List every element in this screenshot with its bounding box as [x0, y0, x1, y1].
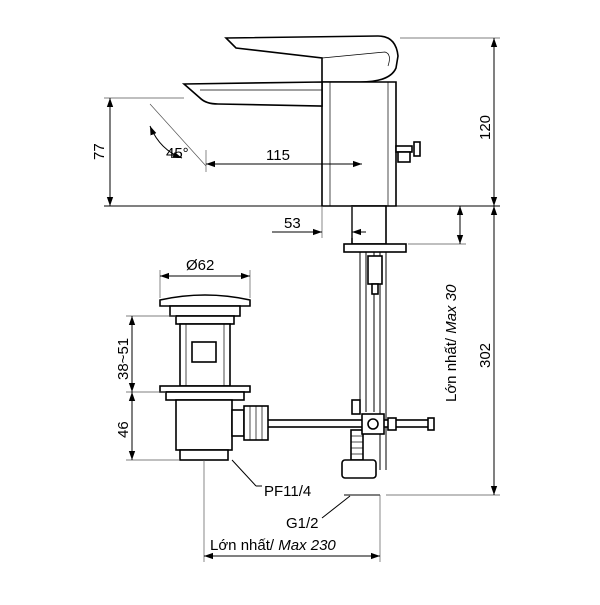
- waste-thread-callout: PF11/4: [231, 459, 311, 500]
- popup-lever-knob: [395, 141, 421, 163]
- deck-max-value: Max 30: [443, 284, 460, 334]
- faucet-lever-handle: [224, 35, 399, 83]
- supply-thread-label: G1/2: [286, 515, 319, 532]
- rod-max-dimension: Lớn nhất/ Max 230: [203, 460, 381, 562]
- rod-max-prefix: Lớn nhất/: [210, 537, 278, 554]
- handle-height-label: 120: [477, 115, 494, 140]
- supply-connector: [341, 429, 380, 496]
- body-offset-label: 53: [284, 215, 301, 232]
- popup-waste: [159, 294, 269, 461]
- cap-diameter-dimension: Ø62: [159, 257, 251, 298]
- faucet-spout: [181, 81, 323, 107]
- total-height-label: 302: [477, 343, 494, 368]
- popup-lift-rod: [231, 413, 435, 435]
- supply-thread-callout: G1/2: [286, 495, 351, 532]
- angle-dimension: 45°: [149, 103, 207, 167]
- total-height-dimension: 302: [386, 206, 500, 496]
- cap-diameter-label: Ø62: [186, 257, 214, 274]
- handle-height-dimension: 120: [400, 37, 500, 206]
- deck-max-dimension: Lớn nhất/ Max 30: [408, 206, 466, 402]
- popup-range-dimension: 38~51: [115, 315, 176, 393]
- waste-thread-label: PF11/4: [264, 483, 311, 500]
- spout-height-label: 77: [91, 143, 108, 160]
- spout-reach-label: 115: [266, 147, 290, 164]
- spout-height-dimension: 77: [91, 97, 184, 206]
- rod-max-label: Lớn nhất/ Max 230: [210, 537, 336, 554]
- rod-max-value: Max 230: [278, 537, 336, 554]
- drain-height-label: 46: [115, 421, 132, 438]
- drain-height-dimension: 46: [115, 392, 180, 461]
- body-offset-dimension: 53: [272, 206, 366, 238]
- deck-max-prefix: Lớn nhất/: [443, 334, 460, 402]
- angle-label: 45°: [166, 145, 189, 162]
- popup-range-label: 38~51: [115, 338, 132, 380]
- deck-max-label: Lớn nhất/ Max 30: [443, 284, 460, 402]
- spout-reach-dimension: 115: [205, 147, 362, 172]
- faucet-body: [321, 81, 397, 207]
